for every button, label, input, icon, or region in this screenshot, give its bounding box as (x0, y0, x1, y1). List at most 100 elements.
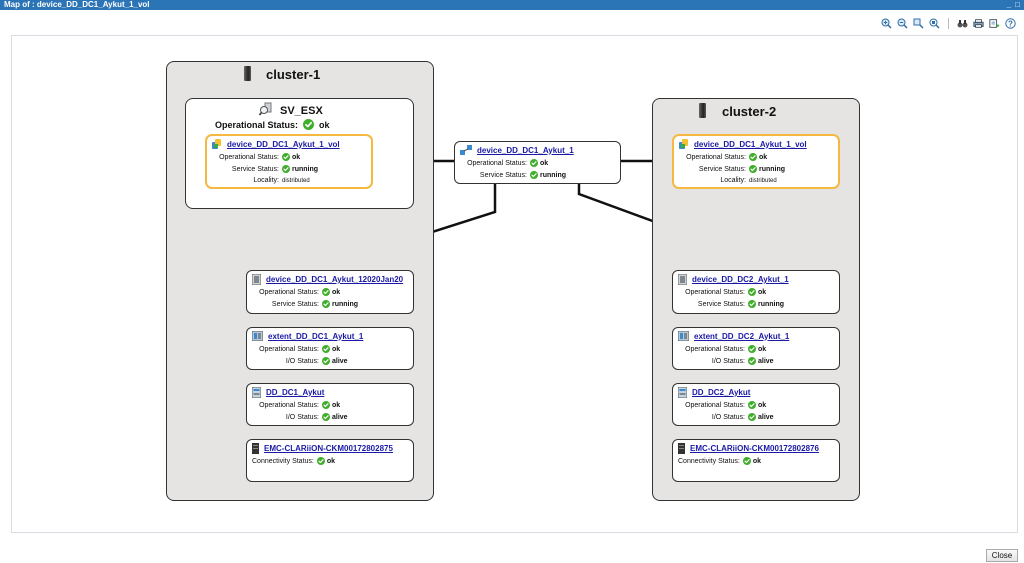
ok-check-icon (748, 345, 756, 353)
service-status-value: running (292, 165, 319, 173)
print-icon[interactable] (973, 18, 984, 29)
storage-volume-link[interactable]: DD_DC2_Aykut (692, 388, 751, 397)
export-icon[interactable] (989, 18, 1000, 29)
zoom-fit-icon[interactable] (913, 18, 924, 29)
find-icon[interactable] (957, 18, 968, 29)
ok-check-icon (748, 401, 756, 409)
volume-node-cluster-2[interactable]: device_DD_DC1_Aykut_1_vol Operational St… (672, 134, 840, 189)
ok-check-icon (322, 401, 330, 409)
op-status-label: Operational Status: (219, 153, 279, 161)
io-status-label: I/O Status: (711, 357, 745, 365)
cluster-server-icon (244, 66, 251, 81)
storage-array-link[interactable]: EMC-CLARiiON-CKM00172802875 (264, 444, 393, 453)
device-icon (678, 274, 687, 285)
op-status-label: Operational Status: (686, 153, 746, 161)
zoom-out-icon[interactable] (897, 18, 908, 29)
map-toolbar: ? (881, 18, 1016, 29)
distributed-device-node[interactable]: device_DD_DC1_Aykut_1 Operational Status… (454, 141, 621, 184)
service-status-label: Service Status: (698, 165, 746, 173)
volume-link[interactable]: device_DD_DC1_Aykut_1_vol (694, 139, 807, 149)
host-magnifier-icon (258, 102, 273, 121)
volume-node-cluster-1[interactable]: device_DD_DC1_Aykut_1_vol Operational St… (205, 134, 373, 189)
device-icon (252, 274, 261, 285)
service-status-value: running (540, 171, 567, 179)
io-status-value: alive (758, 357, 774, 365)
storage-volume-node-cluster-1[interactable]: DD_DC1_Aykut Operational Status:ok I/O S… (246, 383, 414, 426)
service-status-label: Service Status: (231, 165, 279, 173)
virtual-volume-icon (679, 139, 688, 149)
storage-array-node-cluster-2[interactable]: EMC-CLARiiON-CKM00172802876 Connectivity… (672, 439, 840, 482)
op-status-value: ok (758, 288, 767, 296)
ok-check-icon (322, 357, 330, 365)
host-op-label: Operational Status: (215, 119, 299, 130)
zoom-in-icon[interactable] (881, 18, 892, 29)
svg-text:?: ? (1008, 19, 1013, 28)
storage-array-link[interactable]: EMC-CLARiiON-CKM00172802876 (690, 444, 819, 453)
zoom-reset-icon[interactable] (929, 18, 940, 29)
storage-array-node-cluster-1[interactable]: EMC-CLARiiON-CKM00172802875 Connectivity… (246, 439, 414, 482)
ok-check-icon (749, 153, 757, 161)
service-status-value: running (759, 165, 786, 173)
ok-check-icon (748, 413, 756, 421)
op-status-value: ok (758, 401, 767, 409)
maximize-button[interactable]: □ (1015, 0, 1020, 9)
minimize-button[interactable]: _ (1006, 0, 1012, 9)
volume-link[interactable]: device_DD_DC1_Aykut_1_vol (227, 139, 340, 149)
ok-check-icon (749, 165, 757, 173)
device-link[interactable]: device_DD_DC1_Aykut_12020Jan20 (266, 275, 404, 284)
locality-value: distributed (282, 177, 310, 184)
op-status-label: Operational Status: (685, 401, 745, 409)
op-status-value: ok (759, 153, 768, 161)
window-title: Map of : device_DD_DC1_Aykut_1_vol (4, 0, 150, 9)
ok-check-icon (748, 300, 756, 308)
ok-check-icon (322, 300, 330, 308)
io-status-value: alive (332, 357, 348, 365)
cluster-2-title: cluster-2 (722, 104, 777, 119)
op-status-label: Operational Status: (467, 159, 527, 167)
extent-link[interactable]: extent_DD_DC2_Aykut_1 (694, 331, 790, 341)
device-node-cluster-2[interactable]: device_DD_DC2_Aykut_1 Operational Status… (672, 270, 840, 314)
locality-label: Locality: (720, 177, 746, 184)
io-status-value: alive (332, 413, 348, 421)
extent-icon (678, 331, 689, 341)
connection-lines (311, 159, 761, 439)
extent-link[interactable]: extent_DD_DC1_Aykut_1 (268, 331, 364, 341)
ok-check-icon (322, 345, 330, 353)
ok-check-icon (282, 153, 290, 161)
close-button[interactable]: Close (986, 549, 1018, 562)
distributed-device-link[interactable]: device_DD_DC1_Aykut_1 (477, 145, 574, 155)
ok-check-icon (530, 159, 538, 167)
ok-check-icon (530, 171, 538, 179)
locality-label: Locality: (253, 177, 279, 184)
ok-check-icon (748, 288, 756, 296)
op-status-value: ok (332, 288, 341, 296)
device-link[interactable]: device_DD_DC2_Aykut_1 (692, 275, 789, 284)
extent-node-cluster-1[interactable]: extent_DD_DC1_Aykut_1 Operational Status… (246, 327, 414, 370)
op-status-label: Operational Status: (259, 288, 319, 296)
host-op-value: ok (319, 119, 330, 130)
device-node-cluster-1[interactable]: device_DD_DC1_Aykut_12020Jan20 Operation… (246, 270, 414, 314)
storage-volume-link[interactable]: DD_DC1_Aykut (266, 388, 325, 397)
locality-value: distributed (749, 177, 777, 184)
cluster-server-icon (699, 103, 706, 118)
service-status-value: running (758, 300, 785, 308)
connectivity-status-label: Connectivity Status: (678, 457, 740, 465)
help-icon[interactable]: ? (1005, 18, 1016, 29)
window-titlebar: Map of : device_DD_DC1_Aykut_1_vol _ □ (0, 0, 1024, 10)
storage-array-icon (252, 443, 259, 454)
connectivity-status-value: ok (326, 457, 336, 465)
service-status-value: running (332, 300, 359, 308)
extent-node-cluster-2[interactable]: extent_DD_DC2_Aykut_1 Operational Status… (672, 327, 840, 370)
io-status-value: alive (758, 413, 774, 421)
host-name: SV_ESX (280, 105, 323, 117)
map-canvas: cluster-1 SV_ESX Operational Status: ok … (11, 35, 1018, 533)
op-status-value: ok (540, 159, 549, 167)
extent-icon (252, 331, 263, 341)
io-status-label: I/O Status: (711, 413, 745, 421)
storage-volume-icon (678, 387, 687, 398)
service-status-label: Service Status: (479, 171, 527, 179)
ok-check-icon (282, 165, 290, 173)
ok-check-icon (322, 413, 330, 421)
op-status-value: ok (332, 345, 341, 353)
storage-volume-node-cluster-2[interactable]: DD_DC2_Aykut Operational Status: ok I/O S… (672, 383, 840, 426)
